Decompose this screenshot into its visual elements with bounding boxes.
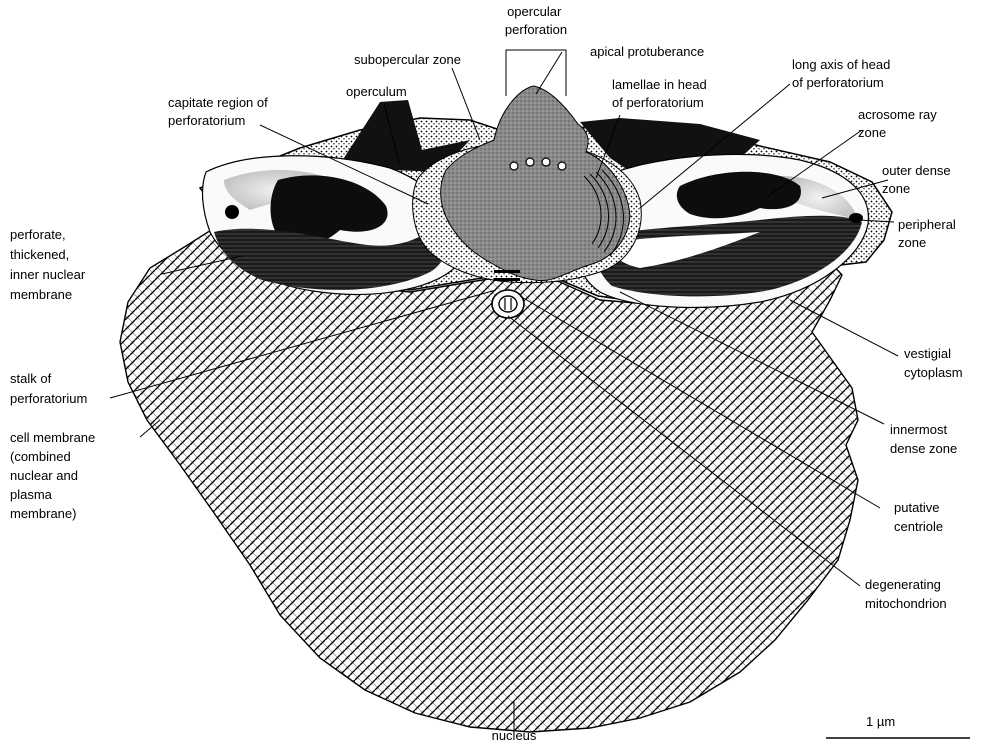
- label-long-axis: long axis of head of perforatorium: [792, 57, 894, 90]
- stalk-bar-1: [494, 270, 520, 273]
- stalk-bar-2: [494, 278, 520, 281]
- label-perforate-membrane: perforate, thickened, inner nuclear memb…: [10, 227, 89, 302]
- label-capitate-region: capitate region of perforatorium: [168, 95, 271, 128]
- centriole: [492, 290, 524, 318]
- scale-bar-label: 1 µm: [866, 714, 895, 729]
- label-cell-membrane: cell membrane (combined nuclear and plas…: [10, 430, 99, 521]
- label-subopercular-zone: subopercular zone: [354, 52, 461, 67]
- label-nucleus: nucleus: [492, 728, 537, 743]
- label-innermost-dense-zone: innermost dense zone: [890, 422, 957, 456]
- label-degenerating-mitochondrion: degenerating mitochondrion: [865, 577, 947, 611]
- label-vestigial-cytoplasm: vestigial cytoplasm: [904, 346, 963, 380]
- label-acrosome-ray-zone: acrosome ray zone: [858, 107, 940, 140]
- label-opercular-perforation: opercular perforation: [505, 4, 567, 37]
- label-operculum: operculum: [346, 84, 407, 99]
- label-apical-protuberance: apical protuberance: [590, 44, 704, 59]
- right-lobe-granule: [849, 213, 863, 223]
- label-putative-centriole: putative centriole: [894, 500, 943, 534]
- label-outer-dense-zone: outer dense zone: [882, 163, 954, 196]
- label-peripheral-zone: peripheral zone: [898, 217, 959, 250]
- left-lobe-granule: [225, 205, 239, 219]
- label-stalk: stalk of perforatorium: [10, 371, 87, 406]
- label-lamellae: lamellae in head of perforatorium: [612, 77, 710, 110]
